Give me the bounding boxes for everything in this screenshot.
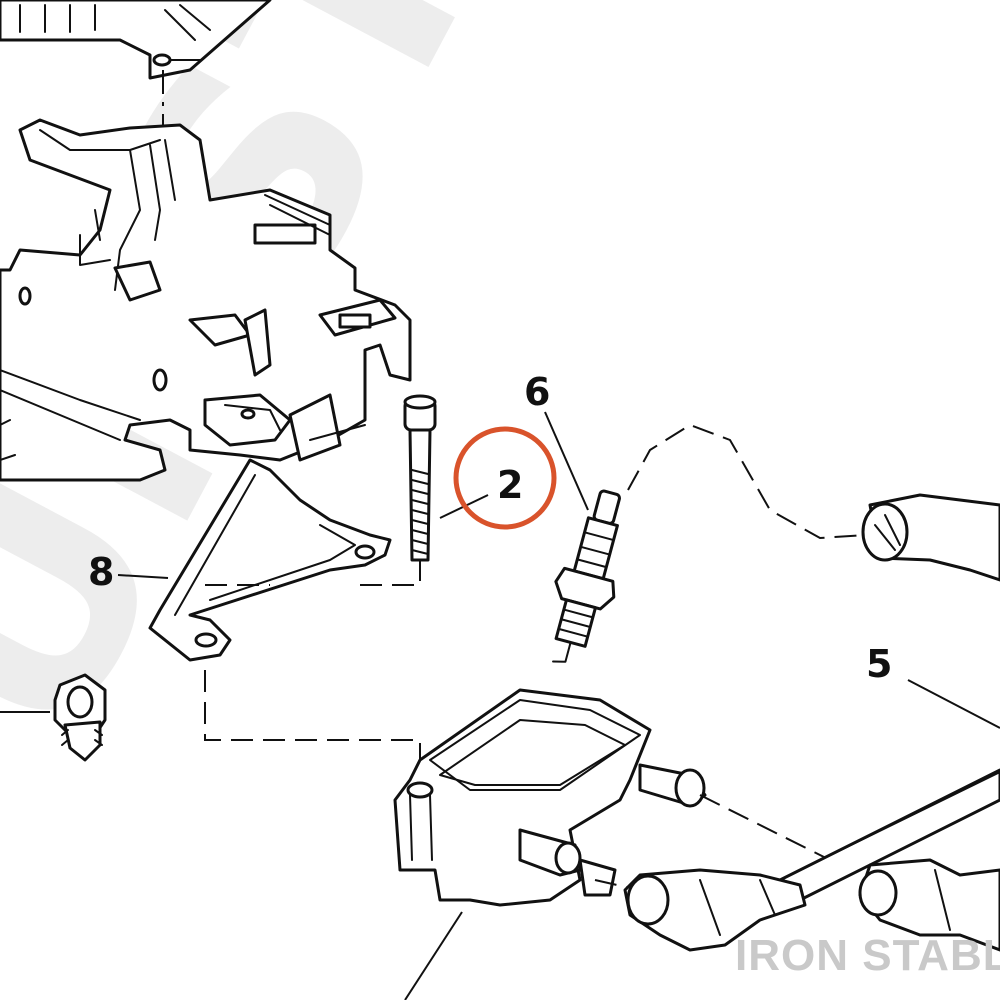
spark-plug-boot-lower-right <box>858 858 1000 952</box>
leader-6 <box>544 411 589 511</box>
callout-6[interactable]: 6 <box>524 370 550 414</box>
callout-5[interactable]: 5 <box>866 642 892 686</box>
bracket-bolt-centerline <box>360 560 421 586</box>
coil-mount-centerline <box>204 670 421 780</box>
spark-plug-boot-upper <box>861 493 1000 582</box>
lower-bracket <box>148 458 392 662</box>
brand-watermark: IRON STABLE <box>735 931 1000 980</box>
callout-8[interactable]: 8 <box>88 550 114 594</box>
spark-plug <box>552 489 621 663</box>
leader-coil <box>404 911 463 1000</box>
mounting-bracket-tray <box>0 118 412 482</box>
ignition-coil <box>393 688 707 907</box>
callout-2[interactable]: 2 <box>497 463 523 507</box>
highlight-ring <box>453 426 557 530</box>
bolt <box>403 394 437 562</box>
coil-wire-centerline-b <box>594 879 631 889</box>
ecu-module <box>0 0 272 80</box>
plug-wire-centerline <box>627 423 866 540</box>
spark-plug-boot-lower-left <box>623 868 807 952</box>
wire-clip <box>53 673 107 762</box>
leader-8 <box>117 574 169 579</box>
leader-5 <box>907 679 1000 729</box>
